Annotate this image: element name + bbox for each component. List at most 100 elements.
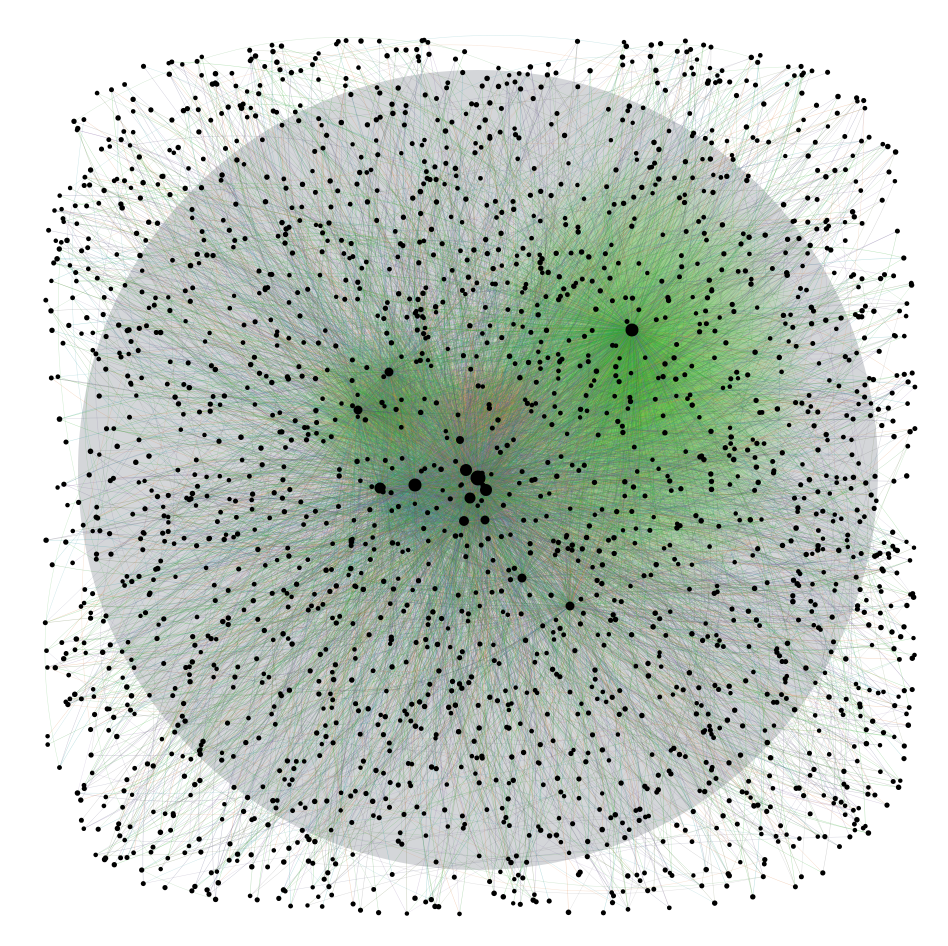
edge xyxy=(631,178,660,331)
edge xyxy=(168,219,828,496)
edge xyxy=(83,489,487,786)
edge xyxy=(388,371,635,544)
edge xyxy=(331,409,363,570)
edge xyxy=(288,329,633,363)
edge xyxy=(148,307,487,491)
edge xyxy=(387,302,712,735)
edge xyxy=(140,497,471,556)
edge xyxy=(477,435,852,479)
edge xyxy=(385,497,479,799)
edge xyxy=(167,383,467,471)
edge xyxy=(352,290,463,361)
edge xyxy=(414,439,852,490)
edge xyxy=(477,359,563,479)
edge xyxy=(63,183,424,485)
edge xyxy=(477,477,909,726)
edge xyxy=(243,329,633,611)
edge xyxy=(377,439,461,725)
edge xyxy=(382,280,710,492)
edge xyxy=(357,80,709,411)
edge xyxy=(477,477,673,876)
edge xyxy=(389,519,486,752)
edge xyxy=(485,315,907,491)
edge xyxy=(465,469,780,657)
edge xyxy=(465,330,716,471)
edge xyxy=(414,484,524,753)
edge xyxy=(423,240,471,522)
edge xyxy=(431,469,471,900)
edge xyxy=(379,166,436,486)
edge xyxy=(485,484,603,510)
edge xyxy=(485,489,707,870)
edge xyxy=(374,198,414,461)
edge xyxy=(105,487,381,859)
edge xyxy=(325,477,479,802)
edge xyxy=(484,445,508,521)
edge xyxy=(126,64,623,780)
edge xyxy=(141,87,399,379)
edge xyxy=(469,497,895,706)
edge xyxy=(414,484,480,857)
edge xyxy=(379,487,907,715)
edge xyxy=(397,87,571,607)
edge xyxy=(141,477,479,871)
edge xyxy=(463,514,595,527)
edge xyxy=(140,489,487,617)
edge xyxy=(424,327,633,338)
edge xyxy=(463,378,739,522)
edge xyxy=(282,489,487,518)
edge xyxy=(322,330,381,489)
edge xyxy=(485,224,566,491)
edge xyxy=(314,801,765,892)
edge xyxy=(459,437,762,520)
edge xyxy=(477,462,762,520)
edge xyxy=(631,329,796,887)
edge xyxy=(322,148,523,579)
edge xyxy=(228,577,523,594)
edge xyxy=(477,477,793,602)
edge xyxy=(168,495,523,587)
edge xyxy=(298,366,471,499)
edge xyxy=(357,49,691,411)
edge xyxy=(465,395,810,486)
edge xyxy=(325,409,408,914)
edge xyxy=(487,329,633,573)
edge xyxy=(323,329,633,709)
edge xyxy=(395,231,486,521)
edge xyxy=(291,207,359,411)
edge xyxy=(379,394,872,489)
edge xyxy=(617,329,651,735)
edge xyxy=(110,439,461,646)
edge xyxy=(426,497,471,648)
edge xyxy=(104,297,471,499)
edge xyxy=(473,152,523,579)
edge xyxy=(357,409,648,891)
edge xyxy=(359,487,395,735)
edge xyxy=(291,207,502,338)
edge xyxy=(288,246,606,339)
edge xyxy=(367,459,486,521)
edge xyxy=(773,532,893,726)
edge xyxy=(357,155,733,411)
edge xyxy=(331,487,381,708)
edge xyxy=(352,519,486,624)
edge xyxy=(459,439,768,695)
edge xyxy=(424,327,479,769)
edge xyxy=(485,408,629,491)
edge xyxy=(485,489,731,694)
edge xyxy=(180,429,467,474)
edge xyxy=(465,469,509,571)
edge xyxy=(475,143,513,521)
edge xyxy=(595,270,746,761)
edge xyxy=(268,677,336,864)
edge xyxy=(485,489,734,621)
edge xyxy=(357,335,846,411)
edge xyxy=(408,577,523,764)
edge xyxy=(465,465,835,515)
edge xyxy=(484,519,786,680)
edge xyxy=(469,497,539,763)
edge xyxy=(465,469,598,700)
edge xyxy=(474,152,633,331)
edge xyxy=(477,395,587,479)
edge xyxy=(414,122,473,486)
